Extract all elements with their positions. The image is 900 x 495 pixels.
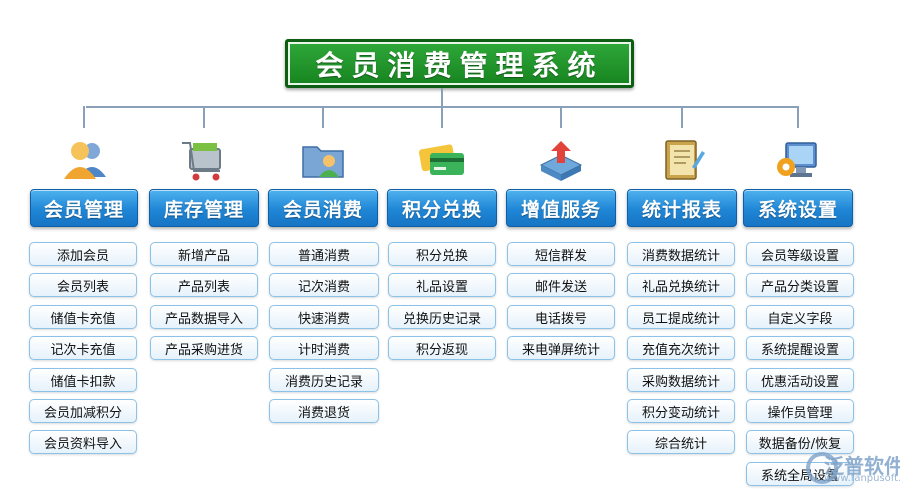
members-icon bbox=[58, 137, 110, 183]
connector-line bbox=[797, 106, 799, 128]
watermark-url: www.fanpusoft.com bbox=[824, 473, 900, 484]
module-item[interactable]: 员工提成统计 bbox=[627, 305, 735, 329]
module-item[interactable]: 储值卡扣款 bbox=[29, 368, 137, 392]
computer-gear-icon bbox=[772, 137, 824, 183]
module-item[interactable]: 优惠活动设置 bbox=[746, 368, 854, 392]
module-item[interactable]: 消费退货 bbox=[269, 399, 379, 423]
connector-line bbox=[322, 106, 324, 128]
module-item[interactable]: 来电弹屏统计 bbox=[507, 336, 615, 360]
module-item[interactable]: 综合统计 bbox=[627, 430, 735, 454]
notebook-icon bbox=[656, 137, 708, 183]
module-item[interactable]: 会员列表 bbox=[29, 273, 137, 297]
credit-card-icon bbox=[416, 137, 468, 183]
module-header[interactable]: 会员消费 bbox=[268, 189, 378, 227]
module-header[interactable]: 会员管理 bbox=[30, 189, 138, 227]
module-item[interactable]: 充值充次统计 bbox=[627, 336, 735, 360]
module-item[interactable]: 计时消费 bbox=[269, 336, 379, 360]
module-item[interactable]: 礼品设置 bbox=[388, 273, 496, 297]
upload-box-icon bbox=[535, 137, 587, 183]
module-item[interactable]: 记次卡充值 bbox=[29, 336, 137, 360]
connector-line bbox=[203, 106, 205, 128]
system-title: 会员消费管理系统 bbox=[285, 39, 634, 88]
connector-line bbox=[441, 106, 443, 128]
connector-line bbox=[560, 106, 562, 128]
trunk-line bbox=[441, 88, 443, 107]
module-item[interactable]: 记次消费 bbox=[269, 273, 379, 297]
module-item[interactable]: 电话拨号 bbox=[507, 305, 615, 329]
module-item[interactable]: 消费历史记录 bbox=[269, 368, 379, 392]
module-item[interactable]: 消费数据统计 bbox=[627, 242, 735, 266]
module-item[interactable]: 系统提醒设置 bbox=[746, 336, 854, 360]
module-item[interactable]: 会员资料导入 bbox=[29, 430, 137, 454]
connector-line bbox=[83, 106, 85, 128]
module-item[interactable]: 产品列表 bbox=[150, 273, 258, 297]
module-item[interactable]: 快速消费 bbox=[269, 305, 379, 329]
module-item[interactable]: 会员等级设置 bbox=[746, 242, 854, 266]
module-item[interactable]: 储值卡充值 bbox=[29, 305, 137, 329]
module-header[interactable]: 库存管理 bbox=[149, 189, 259, 227]
module-item[interactable]: 采购数据统计 bbox=[627, 368, 735, 392]
module-item[interactable]: 数据备份/恢复 bbox=[746, 430, 854, 454]
module-item[interactable]: 普通消费 bbox=[269, 242, 379, 266]
module-item[interactable]: 产品分类设置 bbox=[746, 273, 854, 297]
module-item[interactable]: 添加会员 bbox=[29, 242, 137, 266]
module-item[interactable]: 邮件发送 bbox=[507, 273, 615, 297]
connector-line bbox=[681, 106, 683, 128]
module-item[interactable]: 兑换历史记录 bbox=[388, 305, 496, 329]
module-item[interactable]: 新增产品 bbox=[150, 242, 258, 266]
module-item[interactable]: 积分变动统计 bbox=[627, 399, 735, 423]
module-header[interactable]: 统计报表 bbox=[627, 189, 737, 227]
module-item[interactable]: 产品采购进货 bbox=[150, 336, 258, 360]
module-item[interactable]: 产品数据导入 bbox=[150, 305, 258, 329]
module-header[interactable]: 积分兑换 bbox=[387, 189, 497, 227]
module-item[interactable]: 礼品兑换统计 bbox=[627, 273, 735, 297]
module-item[interactable]: 会员加减积分 bbox=[29, 399, 137, 423]
folder-user-icon bbox=[297, 137, 349, 183]
module-item[interactable]: 积分返现 bbox=[388, 336, 496, 360]
shopping-cart-icon bbox=[178, 137, 230, 183]
module-item[interactable]: 自定义字段 bbox=[746, 305, 854, 329]
module-header[interactable]: 增值服务 bbox=[506, 189, 616, 227]
module-item[interactable]: 操作员管理 bbox=[746, 399, 854, 423]
module-item[interactable]: 短信群发 bbox=[507, 242, 615, 266]
module-item[interactable]: 积分兑换 bbox=[388, 242, 496, 266]
module-header[interactable]: 系统设置 bbox=[743, 189, 853, 227]
